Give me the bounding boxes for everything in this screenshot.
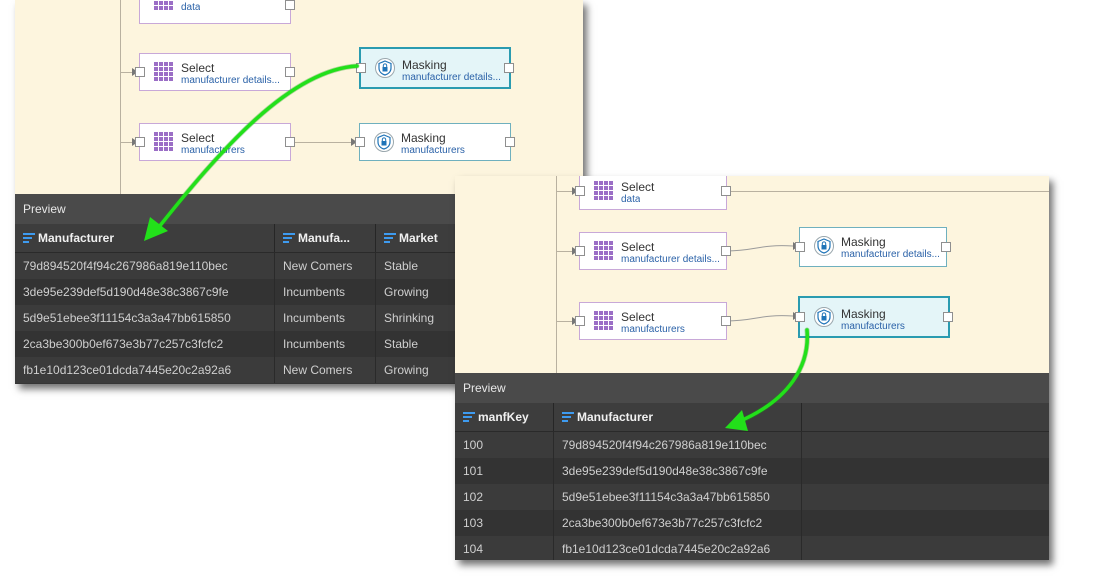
input-port[interactable] [355,137,365,147]
table-row[interactable]: 101 3de95e239def5d190d48e38c3867c9fe [455,458,1049,484]
grid-icon [154,132,174,152]
input-port[interactable] [795,242,805,252]
node-title: Masking [401,131,446,145]
input-port[interactable] [135,137,145,147]
node-title: Select [181,131,215,145]
node-title: Masking [402,58,447,72]
select-node-data[interactable]: data [139,0,295,24]
column-header-manufacturer[interactable]: Manufacturer [554,403,802,431]
input-port[interactable] [356,63,366,73]
sort-icon [23,233,35,243]
sort-icon [562,412,574,422]
sort-icon [384,233,396,243]
output-port[interactable] [504,63,514,73]
select-node-data[interactable]: Select data [575,176,731,210]
output-port[interactable] [505,137,515,147]
masking-node-manufacturer-details[interactable]: Masking manufacturer details... [356,47,514,89]
sort-icon [283,233,295,243]
column-header-market[interactable]: Market [376,224,583,252]
connector-lines [726,242,799,322]
node-title: Select [181,61,215,75]
input-port[interactable] [135,67,145,77]
node-title: Select [621,240,655,254]
column-header-manufa[interactable]: Manufa... [275,224,376,252]
output-port[interactable] [943,312,953,322]
table-row[interactable]: 102 5d9e51ebee3f11154c3a3a47bb615850 [455,484,1049,510]
sort-icon [463,412,475,422]
select-node-manufacturers[interactable]: Select manufacturers [575,302,731,340]
node-subtitle: manufacturer details... [181,75,280,86]
output-port[interactable] [285,137,295,147]
column-header-manfkey[interactable]: manfKey [455,403,554,431]
node-title: Masking [841,307,886,321]
masking-node-manufacturers[interactable]: Masking manufacturers [355,123,515,161]
node-subtitle: manufacturer details... [621,254,720,265]
table-row[interactable]: 104 fb1e10d123ce01dcda7445e20c2a92a6 [455,536,1049,560]
output-port[interactable] [285,67,295,77]
table-row[interactable]: 100 79d894520f4f94c267986a819e110bec [455,432,1049,458]
select-node-manufacturer-details[interactable]: Select manufacturer details... [135,53,295,91]
input-port[interactable] [575,186,585,196]
node-subtitle: manufacturer details... [402,72,501,83]
grid-icon [154,62,174,82]
grid-icon [594,181,614,201]
output-port[interactable] [721,246,731,256]
output-port[interactable] [285,0,295,10]
node-subtitle: manufacturers [181,145,245,156]
shield-lock-icon [814,307,834,327]
preview-header: Preview [455,373,1049,403]
node-title: Masking [841,235,886,249]
table-header: manfKey Manufacturer [455,403,1049,432]
preview-table: manfKey Manufacturer 100 79d894520f4f94c… [455,403,1049,560]
node-subtitle: manufacturers [621,324,685,335]
output-port[interactable] [721,186,731,196]
workflow-panel-2: Select data Select manufacturer details.… [455,176,1049,560]
node-subtitle: data [181,2,201,13]
output-port[interactable] [941,242,951,252]
node-subtitle: manufacturer details... [841,249,940,260]
masking-node-manufacturers[interactable]: Masking manufacturers [795,296,953,338]
workflow-canvas: Select data Select manufacturer details.… [455,176,1049,373]
shield-lock-icon [374,132,394,152]
grid-icon [154,0,174,11]
select-node-manufacturer-details[interactable]: Select manufacturer details... [575,232,731,270]
shield-lock-icon [375,58,395,78]
node-subtitle: data [621,194,641,205]
grid-icon [594,311,614,331]
node-subtitle: manufacturers [401,145,465,156]
input-port[interactable] [795,312,805,322]
input-port[interactable] [575,316,585,326]
node-subtitle: manufacturers [841,321,905,332]
input-port[interactable] [575,246,585,256]
table-row[interactable]: 103 2ca3be300b0ef673e3b77c257c3fcfc2 [455,510,1049,536]
masking-node-manufacturer-details[interactable]: Masking manufacturer details... [795,227,951,267]
grid-icon [594,241,614,261]
node-title: Select [621,310,655,324]
select-node-manufacturers[interactable]: Select manufacturers [135,123,295,161]
workflow-canvas: data Select manufacturer details... Mask… [15,0,583,194]
shield-lock-icon [814,236,834,256]
node-title: Select [621,180,655,194]
column-header-manufacturer[interactable]: Manufacturer [15,224,275,252]
output-port[interactable] [721,316,731,326]
